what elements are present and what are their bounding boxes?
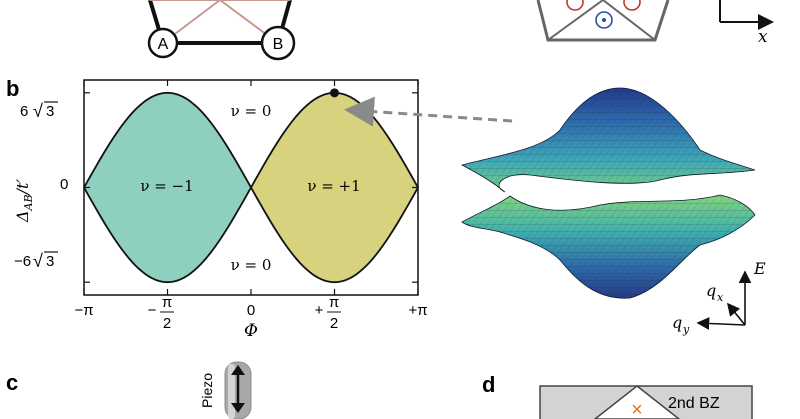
xy-axes-icon: x [719,0,774,47]
x-axis-label: x [758,27,768,47]
x-axis-label: Φ [244,321,258,341]
qy-axis-label: q y [672,313,690,336]
phase-diagram: ν = −1 ν = +1 ν = 0 ν = 0 6 √ 3 0 −6 √ 3… [13,79,428,341]
svg-text:q: q [672,313,682,332]
svg-text:3: 3 [46,253,54,270]
x-tick-pos-half-pi: + π 2 [315,294,341,332]
node-a [147,27,179,59]
svg-text:q: q [706,281,716,300]
plaquette-diag-left [547,0,604,41]
first-bz-region [593,385,681,419]
svg-text:6: 6 [20,103,28,120]
node-b [260,25,296,61]
qx-axis-label: q x [706,281,724,304]
tick-marks [83,80,419,295]
piezo-arrow-up-icon [231,365,245,375]
panel-label-b: b [6,76,19,101]
svg-text:y: y [682,323,690,336]
plaquette-sketch [536,0,670,42]
svg-text:x: x [717,291,724,304]
lower-band-mesh [462,195,755,299]
region-label-minus: ν = −1 [140,177,193,195]
qy-axis [696,317,746,330]
svg-text:ΔAB/t′: ΔAB/t′ [13,179,35,223]
svg-text:π: π [162,294,172,311]
qx-axis [726,302,746,326]
flux-in-left-icon [566,0,584,11]
svg-text:Piezo: Piezo [199,373,215,408]
region-nu-minus-one [84,92,251,283]
svg-text:3: 3 [46,103,54,120]
sqrt-sign-bottom: √ [33,251,43,271]
node-b-label: B [273,36,284,53]
piezo-actuator [224,361,252,419]
y-tick-top: 6 √ 3 [20,101,58,121]
plaquette-outline [536,0,670,42]
svg-text:−6: −6 [14,253,31,270]
piezo-arrow-down-icon [231,403,245,413]
region-label-top-zero: ν = 0 [231,102,272,120]
band-structure-surface [460,87,756,299]
panel-label-d: d [482,372,495,397]
svg-text:2: 2 [330,315,338,332]
upper-band-mesh [462,88,755,192]
marked-point [330,88,340,98]
x-tick-pos-pi: +π [408,302,427,319]
x-tick-neg-pi: −π [74,302,93,319]
pointer-arrow [344,96,513,127]
flux-out-dot [602,18,606,22]
svg-text:−: − [148,302,157,319]
k-point-marker-icon: × [631,399,643,419]
flux-in-right-icon [623,0,641,11]
sqrt-sign-top: √ [33,101,43,121]
x-tick-neg-half-pi: − π 2 [148,294,174,332]
svg-text:π: π [329,294,339,311]
flux-out-icon [595,11,613,29]
node-a-label: A [158,36,169,53]
svg-text:2: 2 [163,315,171,332]
lattice-graph: A B [147,0,296,61]
x-tick-zero: 0 [247,302,255,319]
region-nu-plus-one [251,92,418,283]
region-label-plus: ν = +1 [307,177,360,195]
energy-axis-label: E [753,259,766,278]
second-bz-label: 2nd BZ [668,395,720,412]
y-tick-zero: 0 [60,176,68,193]
surface-axes: E q x q y [672,259,766,336]
y-axis-label: ΔAB/t′ [13,179,35,223]
plaquette-diag-right [602,0,656,41]
y-tick-bottom: −6 √ 3 [14,251,58,271]
piezo-label: Piezo [199,373,215,408]
brillouin-zone-sketch: × 2nd BZ [539,385,753,419]
panel-label-c: c [6,370,18,395]
region-label-bottom-zero: ν = 0 [231,256,272,274]
svg-text:+: + [315,302,324,319]
